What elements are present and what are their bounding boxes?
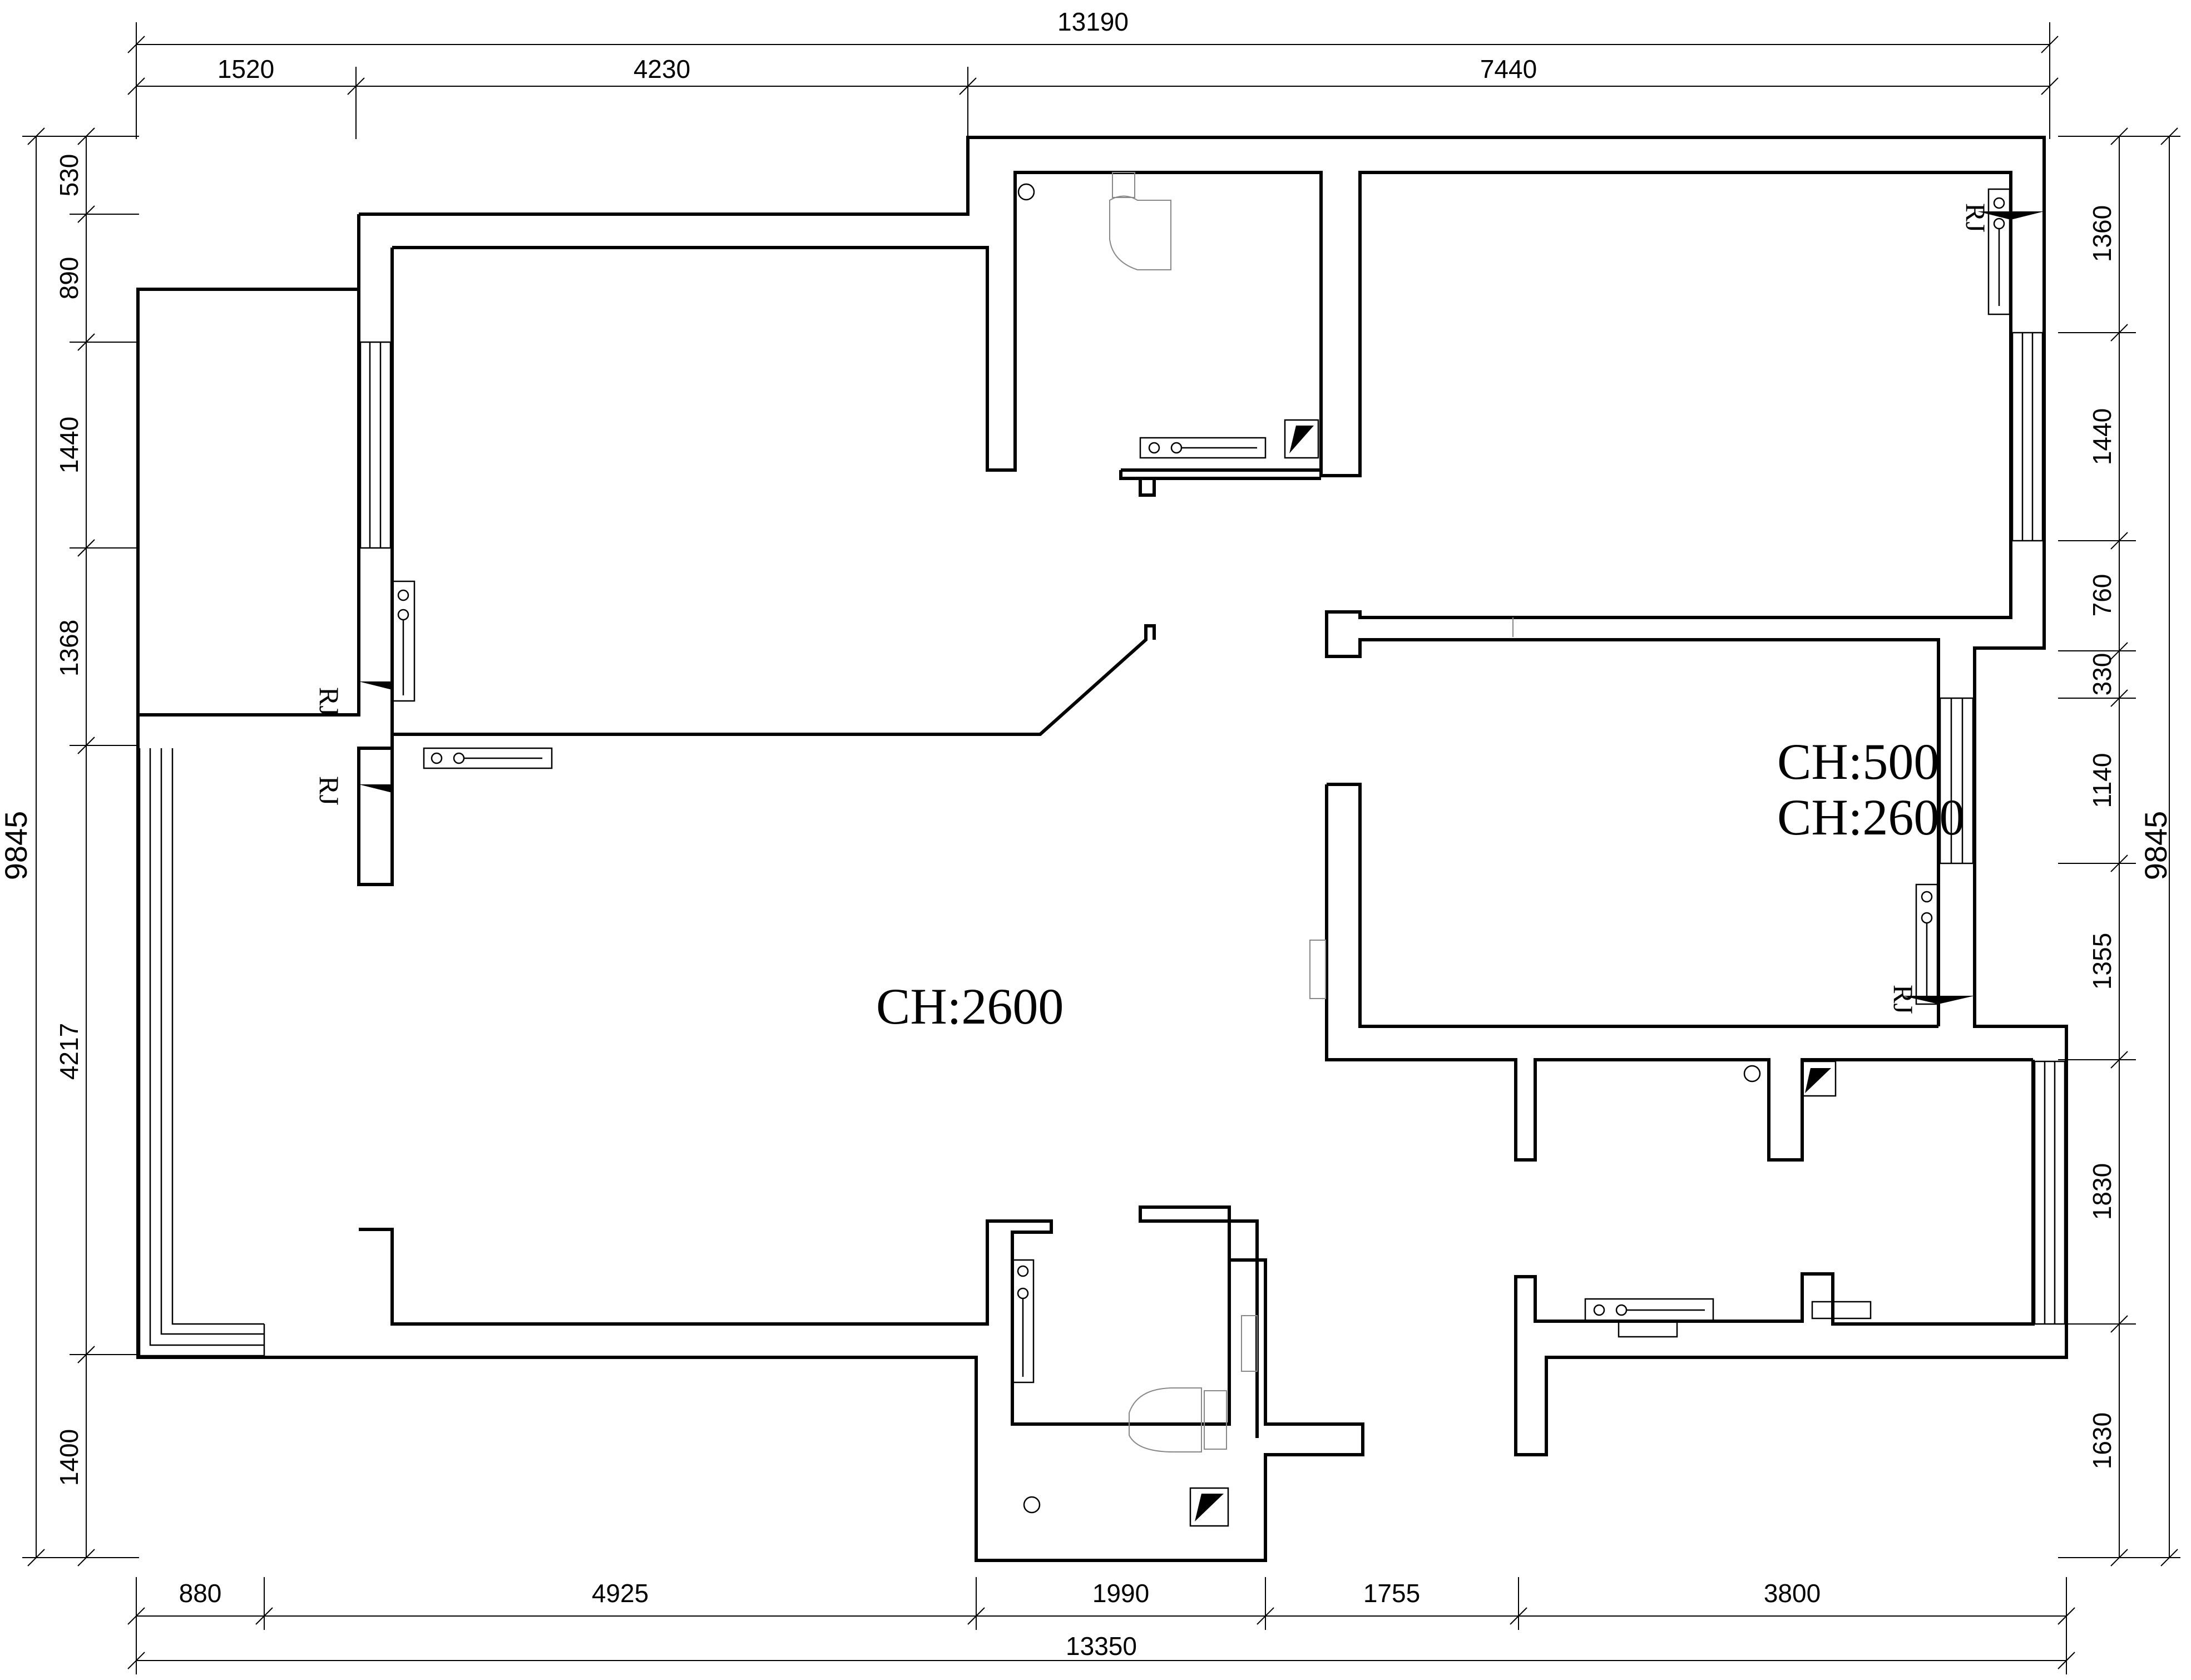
radiator-bedroom-1 <box>1987 188 2011 315</box>
dim-bottom-total: 13350 <box>1066 1632 1137 1661</box>
kitchen-appliance <box>1618 1320 1678 1338</box>
toilet-upper <box>1109 172 1171 270</box>
windows <box>139 332 2066 1357</box>
left-wall-segment <box>136 289 394 1357</box>
dim-bottom-3: 1990 <box>1092 1579 1149 1608</box>
dim-right-6: 1355 <box>2088 933 2116 990</box>
radiator-left-vertical <box>391 580 416 702</box>
dim-top-total: 13190 <box>1057 7 1129 36</box>
rj-tag-3: RJ <box>1960 203 1991 233</box>
dim-bottom-5: 3800 <box>1764 1579 1821 1608</box>
outer-wall-main <box>359 136 2068 1456</box>
dim-top-2: 4230 <box>634 55 690 83</box>
dim-bottom-4: 1755 <box>1363 1579 1420 1608</box>
radiator-closet <box>1139 437 1267 459</box>
dim-right-1: 1360 <box>2088 205 2116 262</box>
radiator-kitchen <box>1584 1298 1714 1322</box>
radiator-bath <box>1011 1259 1035 1383</box>
kitchen-counter <box>1811 1301 1872 1320</box>
rj-tag-2: RJ <box>314 776 345 806</box>
radiator-living-horizontal <box>423 747 553 769</box>
radiators <box>391 188 2011 1383</box>
floor-drain-lower <box>1023 1496 1041 1514</box>
outer-wall-top <box>136 214 1364 1562</box>
living-inner-top <box>392 171 1323 472</box>
walls <box>136 136 2068 1562</box>
dim-left-4: 1368 <box>55 620 83 676</box>
bedroom-ceiling-height-2: CH:2600 <box>1777 789 1965 846</box>
radiator-tags: RJ RJ RJ RJ <box>314 203 2044 1014</box>
window-right-lower <box>2034 1060 2066 1325</box>
rj-tag-4: RJ <box>1888 985 1919 1014</box>
dim-left-1: 530 <box>55 154 83 197</box>
bath-panel <box>1241 1315 1258 1372</box>
bedroom-2-wall <box>1325 783 2033 1162</box>
dim-right-total: 9845 <box>2138 811 2173 881</box>
living-inner-wall <box>390 248 1156 736</box>
closet-wall <box>1119 470 1321 497</box>
dim-right-3: 760 <box>2088 574 2116 617</box>
dimension-lines <box>22 22 2180 1674</box>
window-right-middle <box>1939 697 1974 864</box>
shaft-upper <box>1284 419 1319 459</box>
window-right-upper <box>2011 332 2044 542</box>
dim-left-2: 890 <box>55 257 83 300</box>
dim-left-5: 4217 <box>55 1023 83 1080</box>
dim-top-1: 1520 <box>217 55 274 83</box>
window-left-upper <box>359 341 392 549</box>
dim-right-7: 1830 <box>2088 1163 2116 1220</box>
bedroom-ceiling-height-1: CH:500 <box>1777 733 1939 790</box>
kitchen-wall <box>1802 1026 2068 1061</box>
bay-window <box>139 748 265 1357</box>
dim-bottom-1: 880 <box>179 1579 222 1608</box>
living-ceiling-height: CH:2600 <box>876 978 1064 1035</box>
floor-drain-upper <box>1017 183 1035 201</box>
dim-right-8: 1630 <box>2088 1412 2116 1469</box>
dim-top-3: 7440 <box>1480 55 1537 83</box>
dim-left-3: 1440 <box>55 417 83 473</box>
bedroom-1-wall <box>1319 171 2012 1026</box>
dim-left-6: 1400 <box>55 1429 83 1486</box>
dim-bottom-2: 4925 <box>592 1579 649 1608</box>
dim-right-2: 1440 <box>2088 408 2116 465</box>
shaft-kitchen <box>1801 1060 1837 1097</box>
dim-right-4: 330 <box>2088 653 2116 696</box>
rj-tag-1: RJ <box>314 687 345 717</box>
fixtures <box>1017 172 1872 1527</box>
living-bottom-wall <box>359 1219 1231 1426</box>
radiator-bedroom-2 <box>1915 883 1938 1005</box>
toilet-lower <box>1129 1387 1227 1452</box>
dim-left-total: 9845 <box>0 811 33 881</box>
shaft-lower <box>1189 1487 1229 1527</box>
floor-drain-kitchen <box>1743 1065 1761 1083</box>
dim-right-5: 1140 <box>2088 753 2116 808</box>
wall-panel-right <box>1309 940 1326 999</box>
